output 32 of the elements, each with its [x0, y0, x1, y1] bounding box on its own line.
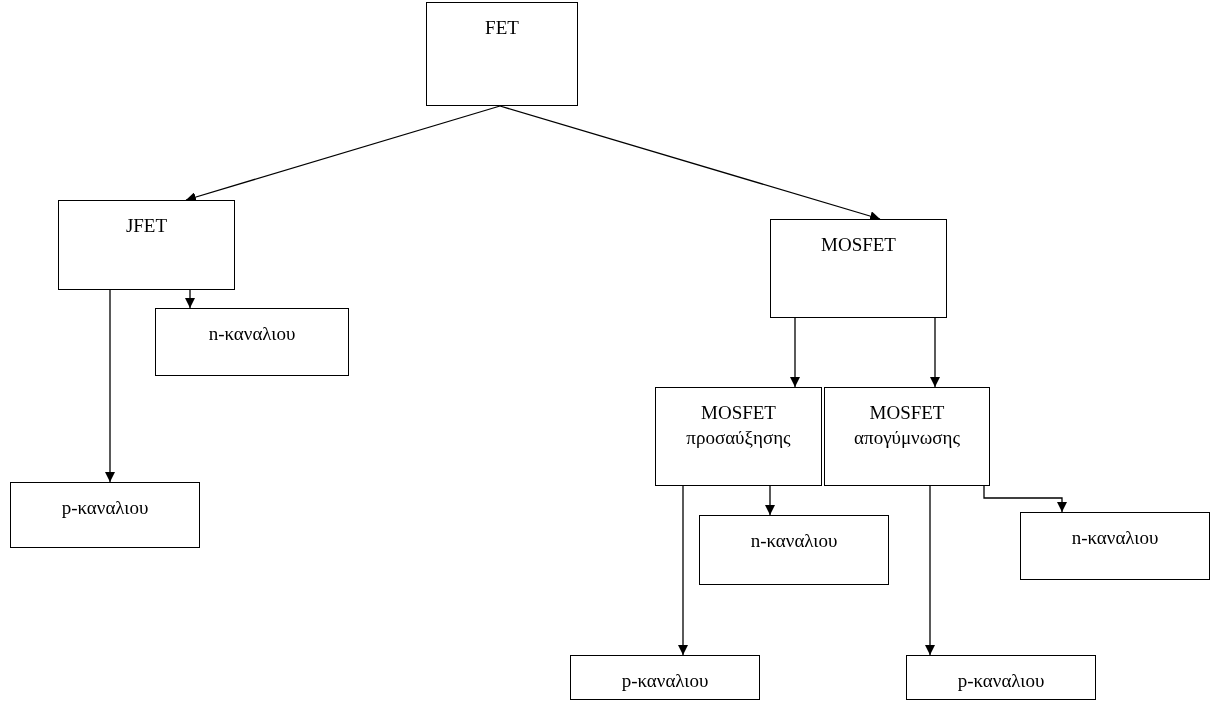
- arrow: [765, 485, 775, 516]
- box-label: MOSFET προσαύξησης: [685, 401, 792, 450]
- box-label: JFET: [125, 214, 168, 238]
- box-label: n-καναλιου: [208, 322, 296, 346]
- arrow: [499, 105, 881, 221]
- arrow: [185, 289, 195, 309]
- arrow: [105, 289, 115, 483]
- process-box: [906, 655, 1096, 700]
- box-label: n-καναλιου: [750, 529, 838, 553]
- arrow: [185, 105, 501, 202]
- process-box: [570, 655, 760, 700]
- process-box: [10, 482, 200, 548]
- box-label: FET: [485, 16, 519, 40]
- box-label: p-καναλιου: [621, 669, 709, 693]
- process-box: [824, 387, 990, 486]
- box-label: n-καναλιου: [1071, 526, 1159, 550]
- arrow: [983, 485, 1067, 513]
- arrow: [678, 485, 688, 656]
- process-box: [770, 219, 947, 318]
- process-box: [699, 515, 889, 585]
- process-box: [155, 308, 349, 376]
- process-box: [1020, 512, 1210, 580]
- box-label: p-καναλιου: [61, 496, 149, 520]
- arrow: [925, 485, 935, 656]
- process-box: [655, 387, 822, 486]
- arrow: [790, 317, 800, 388]
- box-label: MOSFET απογύμνωσης: [853, 401, 961, 450]
- box-label: p-καναλιου: [957, 669, 1045, 693]
- arrow: [930, 317, 940, 388]
- box-label: MOSFET: [821, 233, 896, 257]
- process-box: [426, 2, 578, 106]
- process-box: [58, 200, 235, 290]
